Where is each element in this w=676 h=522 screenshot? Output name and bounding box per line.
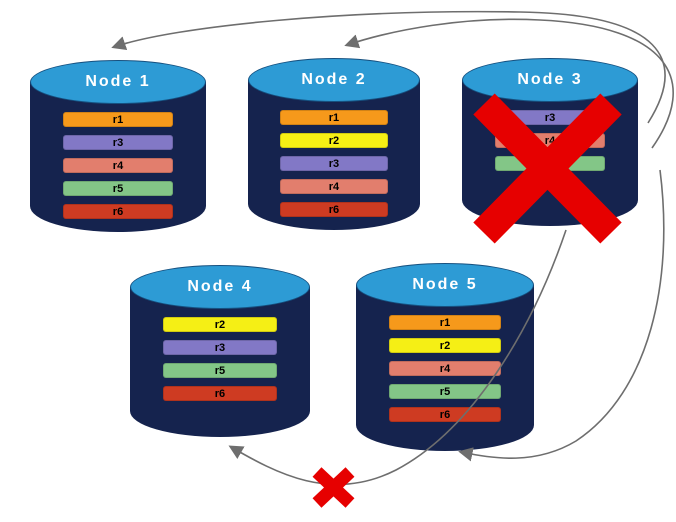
record-row-r6: r6 (279, 202, 389, 217)
record-label: r4 (328, 180, 340, 193)
node-5: Node 5 r1 r2 r4 r5 r6 (356, 263, 534, 451)
node-4-records: r2 r3 r5 r6 (130, 317, 310, 401)
record-row-r4: r4 (388, 361, 502, 376)
record-label: r1 (439, 316, 451, 329)
node-1: Node 1 r1 r3 r4 r5 r6 (30, 60, 206, 232)
node-4-cylinder-top: Node 4 (130, 265, 310, 309)
node-1-records: r1 r3 r4 r5 r6 (30, 112, 206, 219)
node-1-cylinder-top: Node 1 (30, 60, 206, 104)
record-row-r4: r4 (279, 179, 389, 194)
record-label: r6 (439, 408, 451, 421)
record-row-r5: r5 (494, 156, 606, 171)
record-label: r2 (214, 318, 226, 331)
record-label: r3 (328, 157, 340, 170)
record-label: r6 (112, 205, 124, 218)
node-2-title: Node 2 (301, 71, 367, 88)
record-label: r5 (439, 385, 451, 398)
node-2-records: r1 r2 r3 r4 r6 (248, 110, 420, 217)
record-row-r2: r2 (279, 133, 389, 148)
record-row-r1: r1 (279, 110, 389, 125)
record-row-r5: r5 (388, 384, 502, 399)
record-row-r3: r3 (62, 135, 174, 150)
record-row-r6: r6 (62, 204, 174, 219)
record-row-r6: r6 (388, 407, 502, 422)
node-5-cylinder-top: Node 5 (356, 263, 534, 307)
record-row-r6: r6 (163, 386, 277, 401)
record-row-r3: r3 (163, 340, 277, 355)
node-1-title: Node 1 (85, 73, 151, 90)
record-label: r2 (328, 134, 340, 147)
node-5-title: Node 5 (412, 276, 478, 293)
record-row-r3: r3 (494, 110, 606, 125)
record-row-r1: r1 (62, 112, 174, 127)
record-label: r3 (112, 136, 124, 149)
record-label: r5 (214, 364, 226, 377)
record-row-r3: r3 (279, 156, 389, 171)
node-3: Node 3 r3 r4 r5 (462, 58, 638, 226)
record-label: r5 (544, 157, 556, 170)
node-2-cylinder-top: Node 2 (248, 58, 420, 102)
record-label: r3 (544, 111, 556, 124)
node-3-title: Node 3 (517, 71, 583, 88)
node-5-records: r1 r2 r4 r5 r6 (356, 315, 534, 422)
record-label: r4 (544, 134, 556, 147)
node-3-records: r3 r4 r5 (462, 110, 638, 171)
record-row-r5: r5 (62, 181, 174, 196)
record-row-r1: r1 (388, 315, 502, 330)
record-label: r6 (214, 387, 226, 400)
record-label: r3 (214, 341, 226, 354)
record-row-r5: r5 (163, 363, 277, 378)
record-label: r5 (112, 182, 124, 195)
record-row-r4: r4 (62, 158, 174, 173)
record-label: r2 (439, 339, 451, 352)
failed-transfer-x-icon (312, 467, 355, 508)
record-label: r4 (439, 362, 451, 375)
record-label: r1 (112, 113, 124, 126)
node-3-cylinder-top: Node 3 (462, 58, 638, 102)
record-label: r6 (328, 203, 340, 216)
node-2: Node 2 r1 r2 r3 r4 r6 (248, 58, 420, 230)
record-row-r2: r2 (388, 338, 502, 353)
node-4-title: Node 4 (187, 278, 253, 295)
record-row-r2: r2 (163, 317, 277, 332)
record-label: r4 (112, 159, 124, 172)
record-row-r4: r4 (494, 133, 606, 148)
node-4: Node 4 r2 r3 r5 r6 (130, 265, 310, 437)
record-label: r1 (328, 111, 340, 124)
